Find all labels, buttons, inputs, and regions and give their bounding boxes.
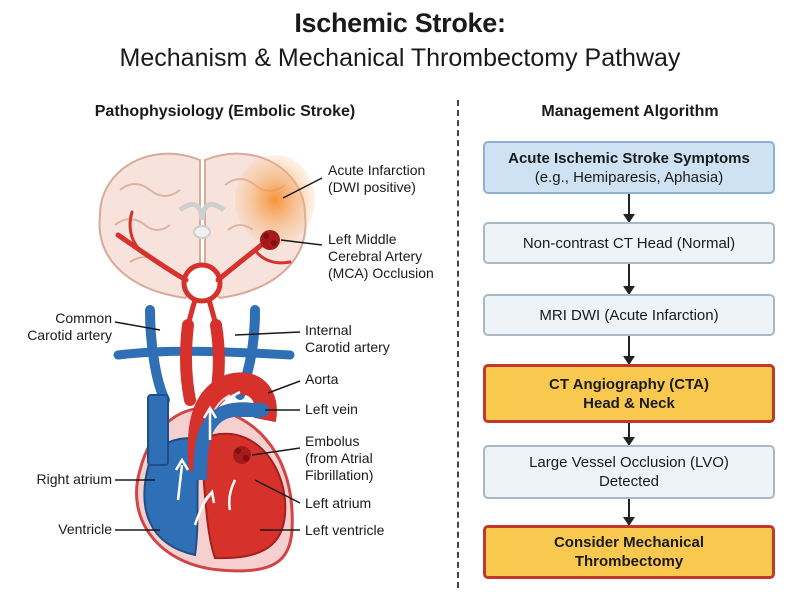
flow-step-cta-detail: Head & Neck — [583, 394, 675, 412]
flow-arrow-5 — [623, 499, 635, 526]
mca-clot — [260, 230, 280, 250]
heart — [135, 372, 294, 573]
flow-step-ct-head: Non-contrast CT Head (Normal) — [483, 222, 775, 264]
flow-step-mri-dwi: MRI DWI (Acute Infarction) — [483, 294, 775, 336]
flow-step-lvo: Large Vessel Occlusion (LVO) Detected — [483, 445, 775, 499]
flow-step-thrombectomy-detail: Thrombectomy — [574, 553, 684, 570]
page-title: Ischemic Stroke: — [294, 8, 506, 38]
label-embolus: Embolus (from Atrial Fibrillation) — [305, 433, 374, 483]
label-common-carotid: Common Carotid artery — [27, 310, 112, 343]
flow-step-ct-head-text: Non-contrast CT Head (Normal) — [522, 234, 736, 252]
flow-step-symptoms-title: Acute Ischemic Stroke Symptoms — [508, 149, 750, 167]
pathophysiology-heading: Pathophysiology (Embolic Stroke) — [94, 103, 356, 120]
flow-arrow-4 — [623, 423, 635, 446]
label-left-ventricle: Left ventricle — [305, 522, 385, 538]
flow-step-thrombectomy-title: Consider Mechanical — [553, 534, 705, 551]
label-ventricle: Ventricle — [58, 521, 112, 537]
label-mca-occlusion: Left Middle Cerebral Artery (MCA) Occlus… — [328, 231, 434, 281]
management-heading: Management Algorithm — [541, 103, 719, 120]
label-internal-carotid: Internal Carotid artery — [305, 322, 390, 355]
label-right-atrium: Right atrium — [36, 471, 112, 487]
label-acute-infarction: Acute Infarction (DWI positive) — [328, 162, 426, 195]
flow-arrow-3 — [623, 336, 635, 365]
flow-arrow-2 — [623, 264, 635, 295]
flow-step-lvo-detail: Detected — [598, 473, 660, 490]
flow-step-symptoms-detail: (e.g., Hemiparesis, Aphasia) — [534, 168, 724, 186]
flow-step-thrombectomy: Consider Mechanical Thrombectomy — [483, 525, 775, 579]
infarct-zone — [235, 155, 315, 245]
flow-step-cta-title: CT Angiography (CTA) — [549, 375, 709, 393]
label-left-atrium: Left atrium — [305, 495, 372, 511]
flow-step-mri-dwi-text: MRI DWI (Acute Infarction) — [539, 306, 719, 324]
flow-step-cta: CT Angiography (CTA) Head & Neck — [483, 364, 775, 423]
label-left-vein: Left vein — [305, 401, 358, 417]
panel-divider — [457, 100, 459, 588]
leader-lines — [114, 177, 323, 531]
flow-arrow-1 — [623, 194, 635, 223]
flow-step-symptoms: Acute Ischemic Stroke Symptoms (e.g., He… — [483, 141, 775, 194]
page-subtitle: Mechanism & Mechanical Thrombectomy Path… — [119, 44, 681, 72]
label-aorta: Aorta — [305, 371, 339, 387]
flow-step-lvo-title: Large Vessel Occlusion (LVO) — [529, 454, 729, 471]
